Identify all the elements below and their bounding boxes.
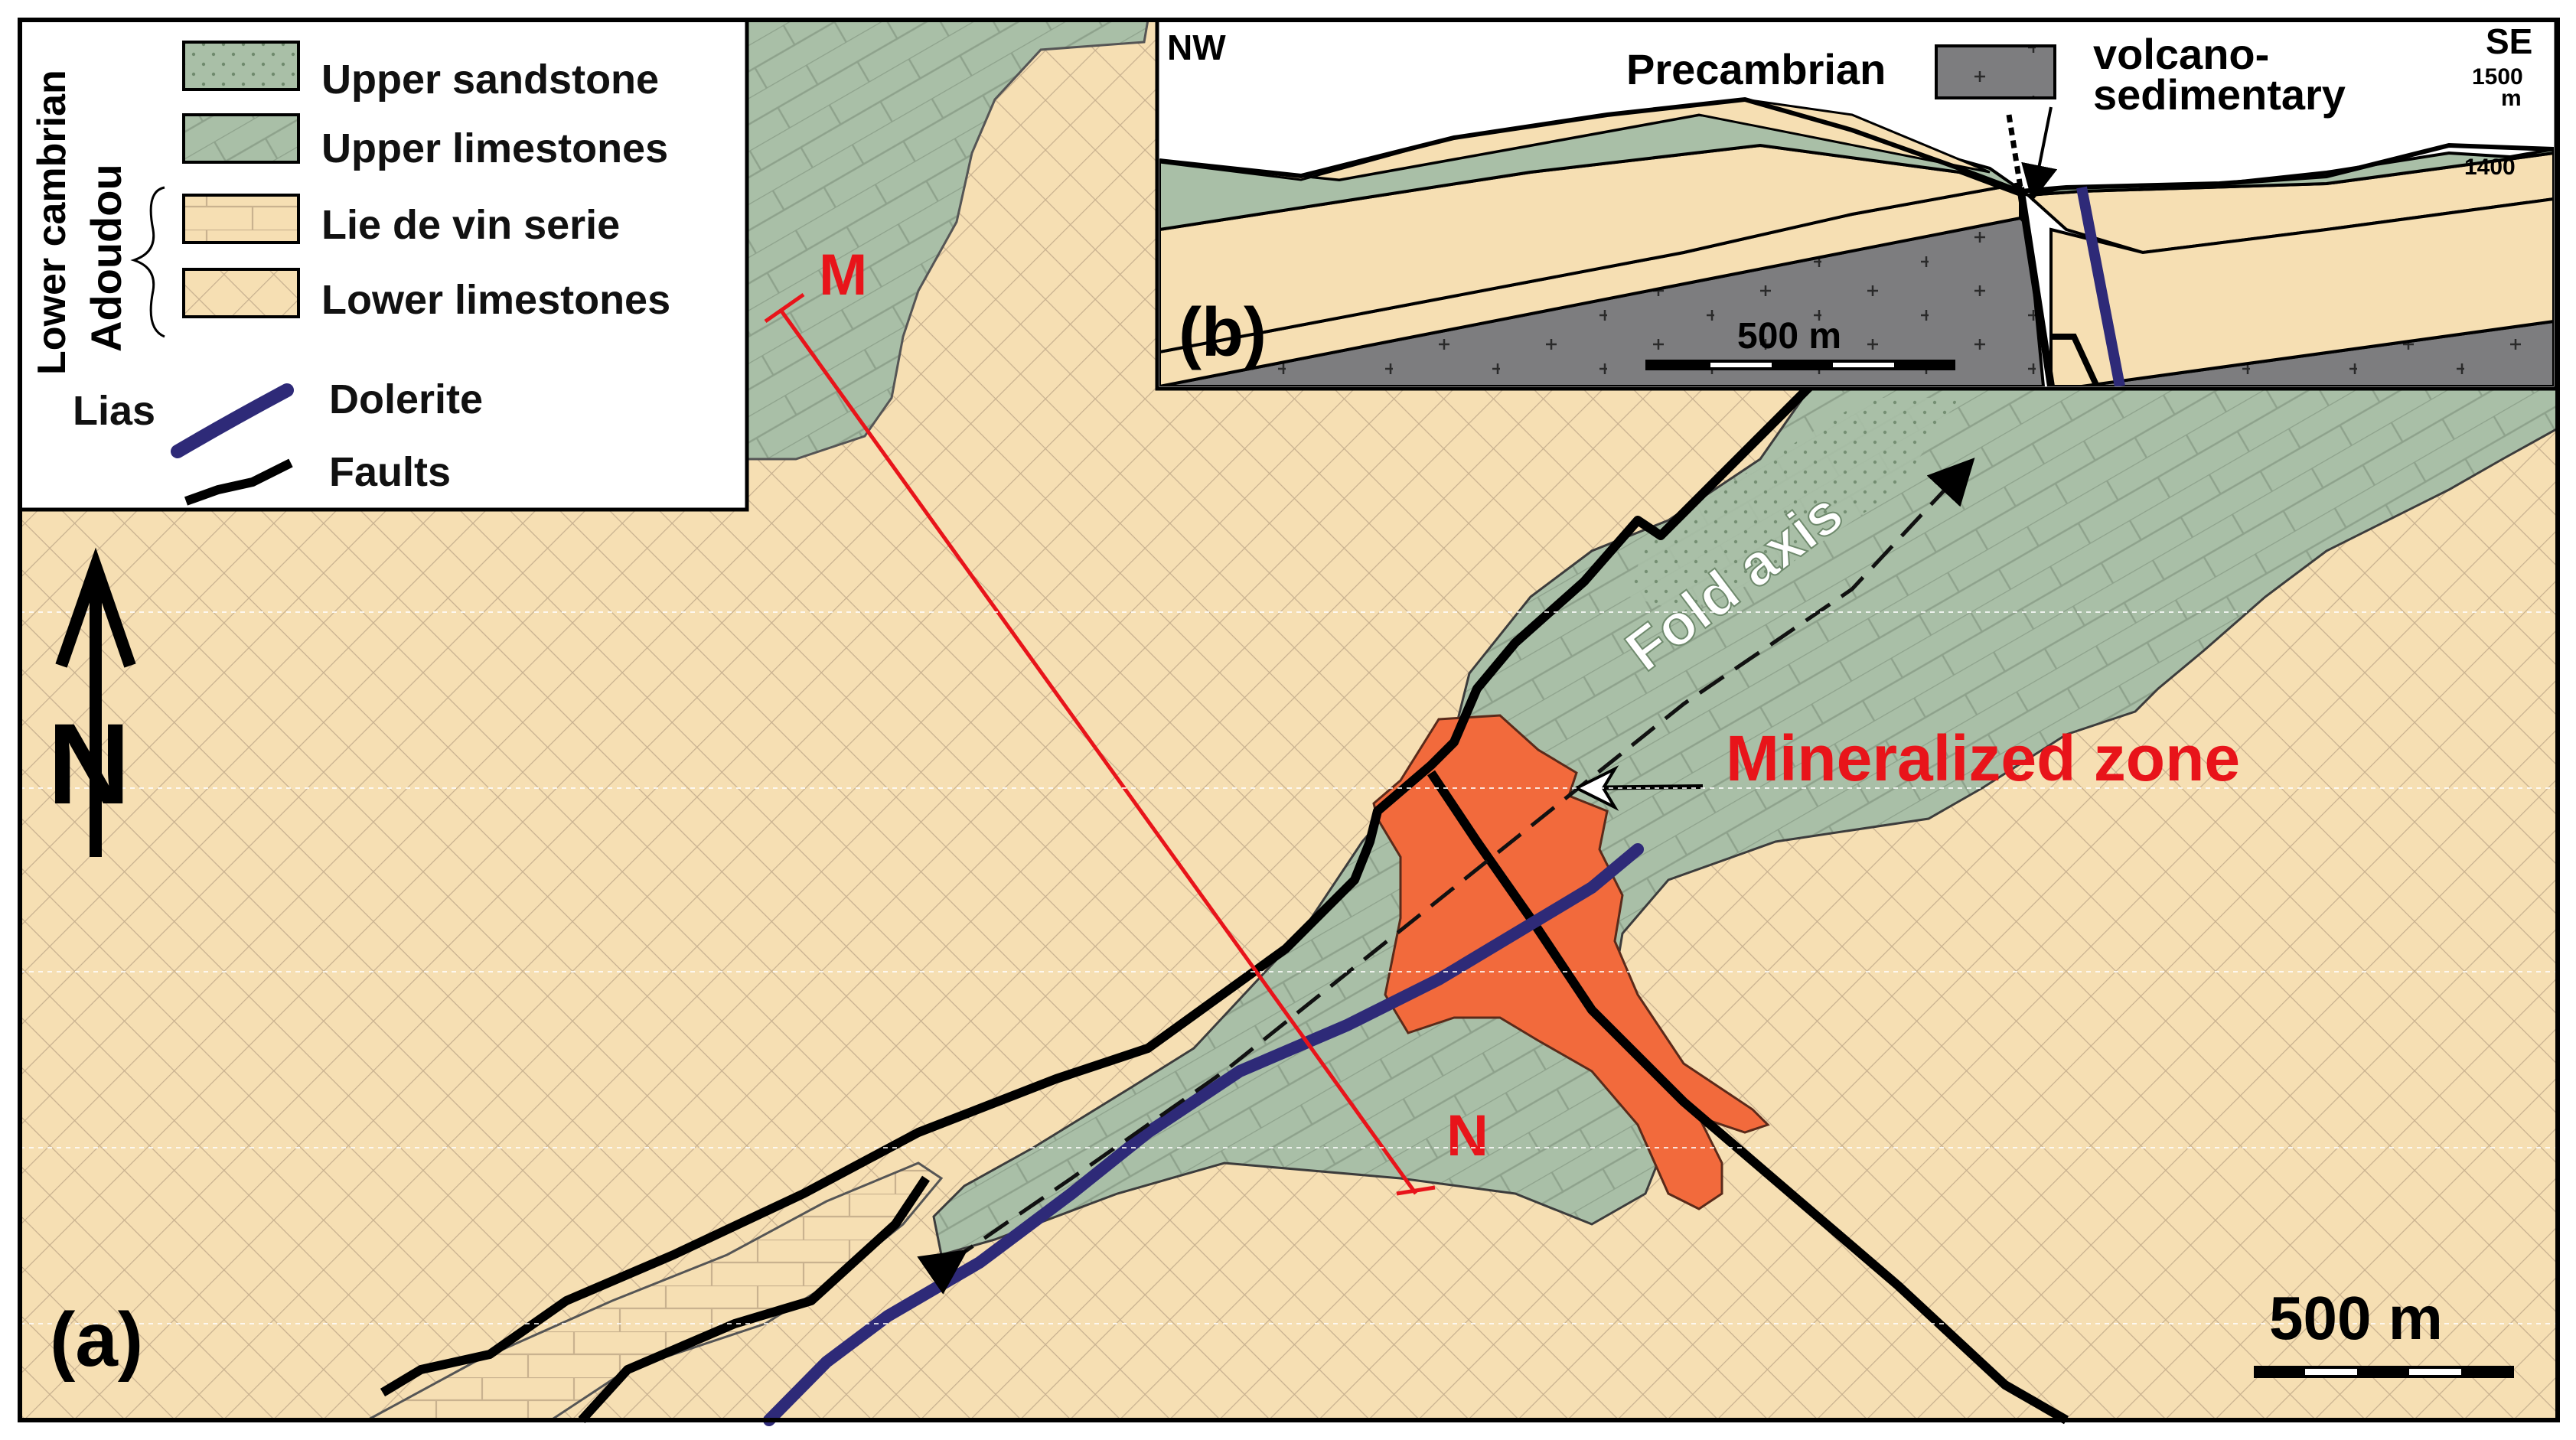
cross-section-inset-b: NW SE 1500 m 1400 Precambrian volcano- s… [1155,18,2558,391]
legend-lias-label: Lias [73,388,155,434]
inset-se-label: SE [2486,21,2532,61]
legend-item-label: Upper limestones [321,125,668,171]
north-label: N [47,699,130,828]
inset-precambrian-label: Precambrian [1626,45,1886,93]
inset-volcano-label-line2: sedimentary [2093,70,2346,119]
section-end-label: N [1446,1103,1489,1168]
inset-volcano-label-line1: volcano- [2093,30,2269,78]
map-frame [18,18,2560,1422]
inset-elevation-top: 1500 [2472,64,2523,90]
legend-period-label: Lower cambrian [30,70,74,375]
legend-item-label: Faults [329,449,451,495]
southwest-fault [578,1175,930,1424]
north-arrow [55,547,136,857]
legend-swatch-upper-sandstone [182,41,300,91]
upper-limestone-patch-northwest [745,18,1149,461]
legend-box: Lower cambrian Adoudou Upper sandstone U… [18,18,749,512]
legend-item-label: Lower limestones [321,277,670,323]
panel-b-label: (b) [1179,295,1267,371]
legend-group-label: Adoudou [82,164,130,352]
inset-dolerite [2076,186,2125,386]
legend-swatch-lie-de-vin [182,194,300,244]
legend-group-brace [130,186,165,338]
map-scale-bar [2254,1366,2514,1378]
inset-elevation-lower: 1400 [2464,155,2516,180]
legend-item-label: Lie de vin serie [321,202,620,248]
section-start-label: M [819,243,867,308]
legend-swatch-upper-limestones [182,113,300,164]
panel-a-label: (a) [50,1297,143,1383]
mineralized-zone-label: Mineralized zone [1726,722,2240,794]
inset-precambrian-swatch [1935,44,2056,99]
inset-volcano-pointer [2021,106,2058,202]
legend-item-label: Dolerite [329,376,483,422]
inset-scale-bar [1645,360,1955,370]
legend-swatch-lower-limestones [182,268,300,318]
inset-fault [2017,187,2055,386]
map-scale-label: 500 m [2269,1284,2443,1352]
inset-elevation-unit: m [2501,86,2522,111]
inset-fault-step [2051,334,2100,386]
legend-fault-symbol [184,458,293,506]
section-line-mn [764,292,1436,1196]
legend-item-label: Upper sandstone [321,57,659,103]
legend-dolerite-symbol [171,383,294,458]
inset-topography [1159,96,2554,194]
inset-scale-label: 500 m [1737,316,1841,357]
inset-right-layers-lower [2049,197,2554,386]
fold-axis-line [917,458,1975,1295]
inset-nw-label: NW [1167,28,1226,67]
